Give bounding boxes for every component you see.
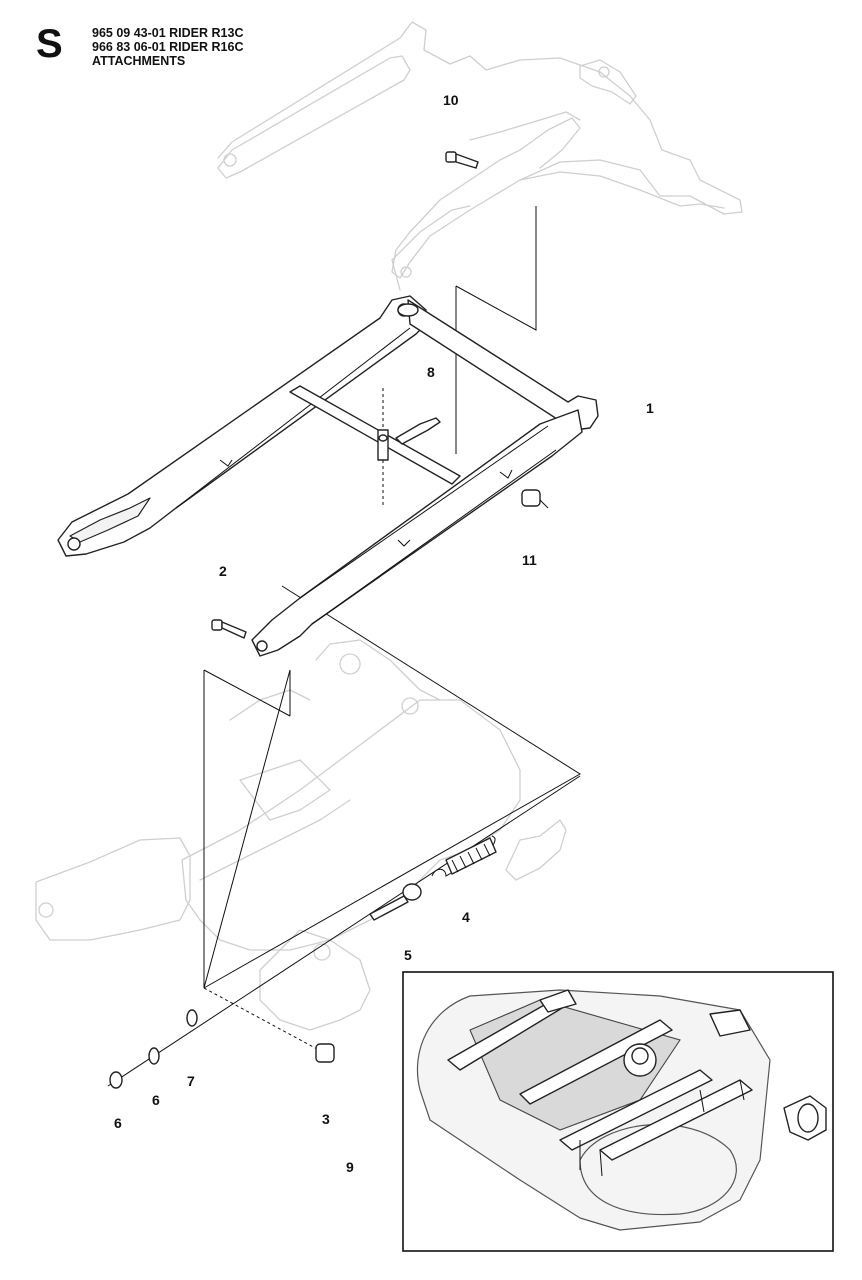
callout-8: 8 <box>427 364 435 380</box>
callout-10: 10 <box>443 92 459 108</box>
callout-4: 4 <box>462 909 470 925</box>
bolt-10 <box>445 151 479 169</box>
lift-frame <box>57 295 599 657</box>
header-line-r13c: 965 09 43-01 RIDER R13C <box>92 26 244 40</box>
mower-deck-inset <box>402 971 834 1252</box>
section-letter: S <box>36 22 63 66</box>
callout-3: 3 <box>322 1111 330 1127</box>
spring-4 <box>431 835 497 877</box>
header-line-r16c: 966 83 06-01 RIDER R16C <box>92 40 244 54</box>
header-lines: 965 09 43-01 RIDER R13C 966 83 06-01 RID… <box>92 26 392 68</box>
ghost-upper-frame <box>217 21 743 291</box>
threaded-rod <box>369 883 422 921</box>
bolt-2 <box>211 619 247 639</box>
clip-pin <box>377 388 441 508</box>
callout-9: 9 <box>346 1159 354 1175</box>
leader-lines <box>107 206 581 1087</box>
callout-1: 1 <box>646 400 654 416</box>
washer-nuts <box>109 1009 335 1089</box>
header-line-attachments: ATTACHMENTS <box>92 54 186 68</box>
callout-6-washer: 6 <box>152 1092 160 1108</box>
callout-11: 11 <box>522 552 537 568</box>
callout-2: 2 <box>219 563 227 579</box>
nut-11 <box>521 489 549 509</box>
callout-5: 5 <box>404 947 412 963</box>
callout-7: 7 <box>187 1073 195 1089</box>
callout-6-nut: 6 <box>114 1115 122 1131</box>
ghost-lower-chassis <box>35 639 567 1031</box>
